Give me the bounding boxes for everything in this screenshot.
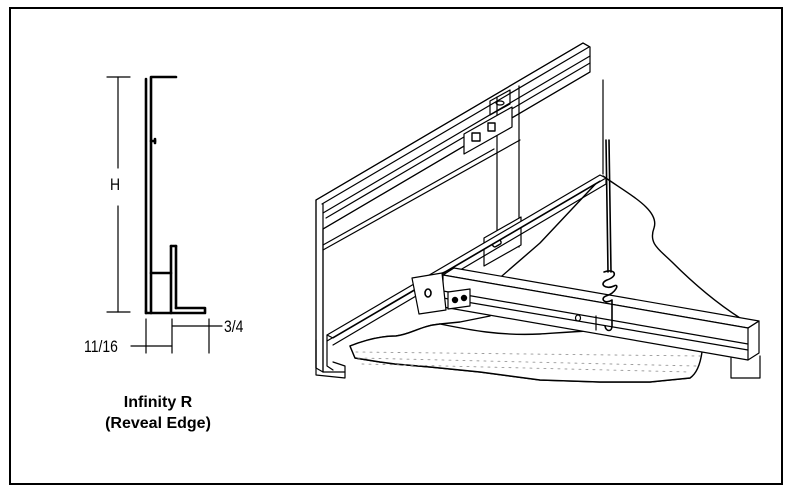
installation-illustration <box>315 42 761 383</box>
left-width-label: 11/16 <box>84 337 118 356</box>
caption-line-1: Infinity R <box>123 394 193 411</box>
cross-tee <box>442 267 761 379</box>
caption-line-2: (Reveal Edge) <box>105 415 211 432</box>
profile-caption: Infinity R (Reveal Edge) <box>88 392 228 434</box>
height-dimension <box>106 76 131 313</box>
profile-cross-section <box>106 75 223 354</box>
end-clip <box>411 267 471 315</box>
channel-profile <box>144 75 207 315</box>
hanger-wire <box>602 139 618 332</box>
height-label: H <box>110 175 121 194</box>
width-dimensions <box>130 318 223 354</box>
tile-edge-band <box>349 323 708 383</box>
right-width-label: 3/4 <box>224 317 244 336</box>
